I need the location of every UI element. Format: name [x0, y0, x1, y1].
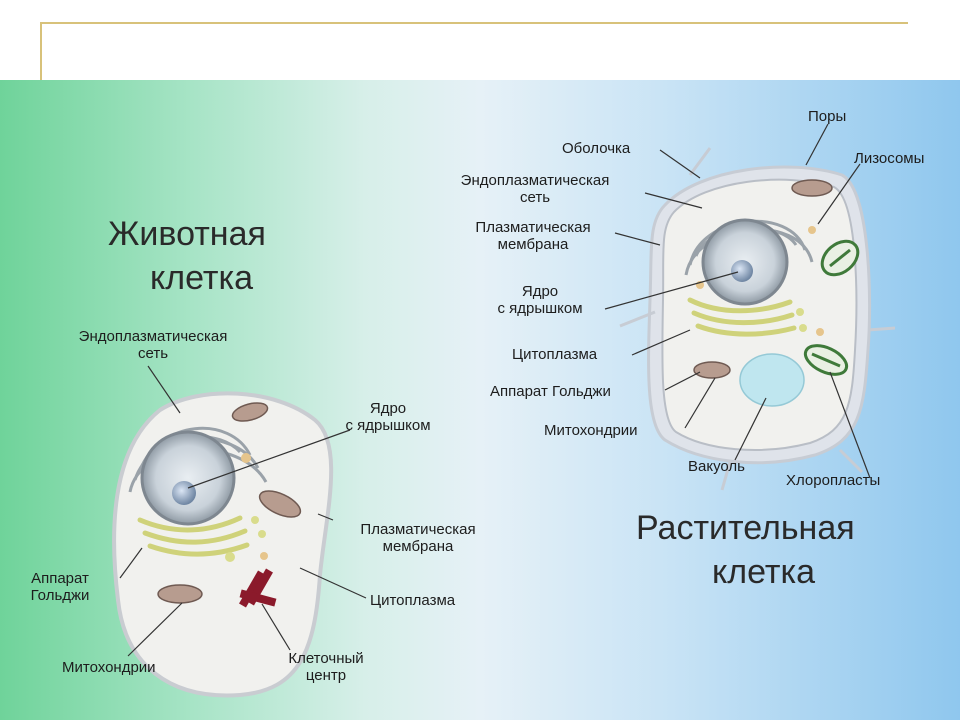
- animal-cell: [112, 365, 367, 698]
- animal-nucleus-label-line2: с ядрышком: [345, 417, 431, 434]
- animal-membrane-label-line2: мембрана: [382, 538, 454, 555]
- animal-mitochondria-label: Митохондрии: [62, 659, 156, 676]
- plant-mitochondria-label: Митохондрии: [544, 422, 638, 439]
- plant-leader-lines: [604, 123, 871, 479]
- plant-nucleus-label: Ядро с ядрышком: [470, 283, 610, 317]
- animal-er-label: Эндоплазматическая сеть: [48, 328, 258, 362]
- plant-er-label-line1: Эндоплазматическая: [460, 172, 610, 189]
- plant-membrane-label-line1: Плазматическая: [475, 219, 591, 236]
- animal-centrosome-label: Клеточный центр: [266, 650, 386, 684]
- frame-line-top: [40, 22, 908, 24]
- plant-vacuole-label: Вакуоль: [688, 458, 745, 475]
- plant-title-line2: клетка: [712, 553, 815, 591]
- plant-mitochondrion-top: [791, 179, 833, 197]
- plant-chloroplasts: [803, 239, 860, 376]
- animal-leader-lines: [119, 365, 367, 657]
- animal-centrosome-label-line1: Клеточный: [288, 650, 364, 667]
- plant-mitochondrion-bottom: [693, 361, 731, 379]
- animal-mitochondria: [157, 402, 302, 604]
- plant-membrane-label: Плазматическая мембрана: [448, 219, 618, 253]
- animal-nucleus: [140, 430, 236, 526]
- plant-lysosomes-label: Лизосомы: [854, 150, 925, 167]
- animal-nucleus-label: Ядро с ядрышком: [318, 400, 458, 434]
- animal-title-line1: Животная: [108, 215, 266, 253]
- plant-membrane-label-line2: мембрана: [497, 236, 569, 253]
- plant-nucleolus: [731, 260, 753, 282]
- animal-membrane-label-line1: Плазматическая: [360, 521, 476, 538]
- animal-er-label-line2: сеть: [137, 345, 169, 362]
- animal-er-label-line1: Эндоплазматическая: [78, 328, 228, 345]
- plant-golgi-label: Аппарат Гольджи: [490, 383, 611, 400]
- animal-cytoplasm-label: Цитоплазма: [370, 592, 456, 609]
- animal-golgi-label-line2: Гольджи: [30, 587, 90, 604]
- plant-nucleus-label-line1: Ядро: [521, 283, 559, 300]
- plant-er-label: Эндоплазматическая сеть: [430, 172, 640, 206]
- plant-title-line1: Растительная: [636, 509, 855, 547]
- plant-wall-label: Оболочка: [562, 140, 631, 157]
- animal-nucleus-label-line1: Ядро: [369, 400, 407, 417]
- animal-title-line2: клетка: [150, 259, 253, 297]
- plant-pores-label: Поры: [808, 108, 847, 125]
- frame-line-left: [40, 22, 42, 80]
- animal-golgi-label-line1: Аппарат: [31, 570, 89, 587]
- plant-er-label-line2: сеть: [519, 189, 551, 206]
- plant-cytoplasm-label: Цитоплазма: [512, 346, 598, 363]
- animal-nucleolus: [172, 481, 196, 505]
- plant-nucleus-label-line2: с ядрышком: [497, 300, 583, 317]
- plant-vacuole: [739, 353, 805, 407]
- animal-golgi-label: Аппарат Гольджи: [10, 570, 110, 604]
- plant-cell: [604, 123, 896, 491]
- animal-centrosome: [239, 568, 277, 608]
- plant-chloroplasts-label: Хлоропласты: [786, 472, 881, 489]
- animal-centrosome-label-line2: центр: [305, 667, 347, 684]
- animal-membrane-label: Плазматическая мембрана: [330, 521, 506, 555]
- plant-golgi: [687, 297, 797, 337]
- animal-golgi: [137, 515, 250, 557]
